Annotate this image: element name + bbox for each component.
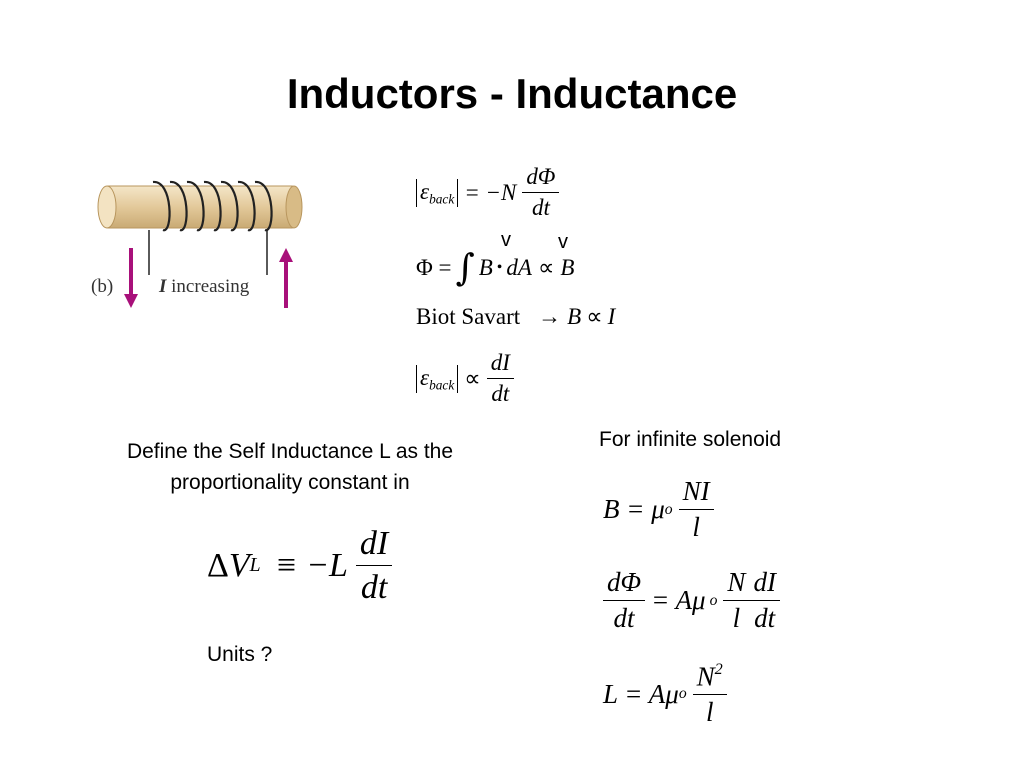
phi-equals: Φ = xyxy=(416,254,452,280)
voltage-v: V xyxy=(228,546,250,584)
emf-back-equation: εback = −N dΦ dt xyxy=(416,164,560,222)
n-over-l-fraction: N l xyxy=(723,567,750,634)
current-arrow-down xyxy=(124,248,138,308)
coil-turns xyxy=(152,180,273,232)
vector-mark-a: v xyxy=(558,231,568,253)
define-text-line2: proportionality constant in xyxy=(170,471,410,494)
biot-savart-line: Biot Savart → B ∝ I xyxy=(416,304,615,330)
arrow-sign: → xyxy=(538,304,562,329)
delta-sign: Δ xyxy=(207,546,229,584)
b-vector: B xyxy=(478,254,493,280)
solenoid-heading: For infinite solenoid xyxy=(599,428,782,451)
integral-sign: ∫ xyxy=(455,246,475,289)
flux-equation: Φ = ∫ B • dA ∝ B xyxy=(416,246,574,289)
da-vector: dA xyxy=(506,254,532,280)
define-text-line1: Define the Self Inductance L as the xyxy=(126,440,454,463)
biot-b: B xyxy=(567,304,582,329)
figure-label-b: (b) xyxy=(91,276,114,297)
self-di-dt-fraction: dI dt xyxy=(355,524,393,607)
abs-epsilon-back: εback xyxy=(416,178,459,208)
proportional-sign: ∝ xyxy=(537,254,555,280)
l-equals-a-mu: L = Aμ xyxy=(603,678,679,709)
dot-product: • xyxy=(496,258,503,276)
rod-end-right xyxy=(285,185,303,229)
di-dt-fraction-2: dI dt xyxy=(749,567,780,634)
units-question: Units ? xyxy=(207,643,273,666)
b-result: B xyxy=(560,254,575,280)
equals-minus-n: = −N xyxy=(464,179,517,205)
defined-minus-l: ≡ −L xyxy=(274,546,348,584)
solenoid-figure: (b) I increasing xyxy=(85,170,325,315)
define-text: Define the Self Inductance L as the prop… xyxy=(60,436,520,498)
rod-end-left xyxy=(97,185,117,229)
emf-proportional-equation: εback ∝ dI dt xyxy=(416,350,514,408)
biot-i: I xyxy=(607,304,616,329)
current-arrow-up xyxy=(279,248,293,308)
biot-proportional: ∝ xyxy=(586,304,603,329)
n-squared-over-l-fraction: N2 l xyxy=(692,660,727,728)
abs-epsilon-back-2: εback xyxy=(416,364,459,394)
dphi-dt-fraction: dΦ dt xyxy=(522,164,560,222)
equals-a-mu: = Aμ xyxy=(651,585,706,616)
proportional-sign-2: ∝ xyxy=(464,365,481,391)
di-dt-fraction: dI dt xyxy=(486,350,514,408)
voltage-sub-l: L xyxy=(249,554,261,577)
ni-over-l-fraction: NI l xyxy=(678,476,714,543)
b-equals-mu: B = μ xyxy=(603,494,665,525)
current-symbol: I xyxy=(159,276,167,297)
increasing-label: increasing xyxy=(171,276,250,297)
solenoid-illustration xyxy=(97,180,303,308)
dphi-dt-fraction-2: dΦ dt xyxy=(603,567,646,634)
vector-mark-b: v xyxy=(501,229,511,251)
biot-savart-label: Biot Savart xyxy=(416,304,521,329)
slide-title: Inductors - Inductance xyxy=(286,70,738,117)
figure-caption: I increasing xyxy=(159,276,249,298)
